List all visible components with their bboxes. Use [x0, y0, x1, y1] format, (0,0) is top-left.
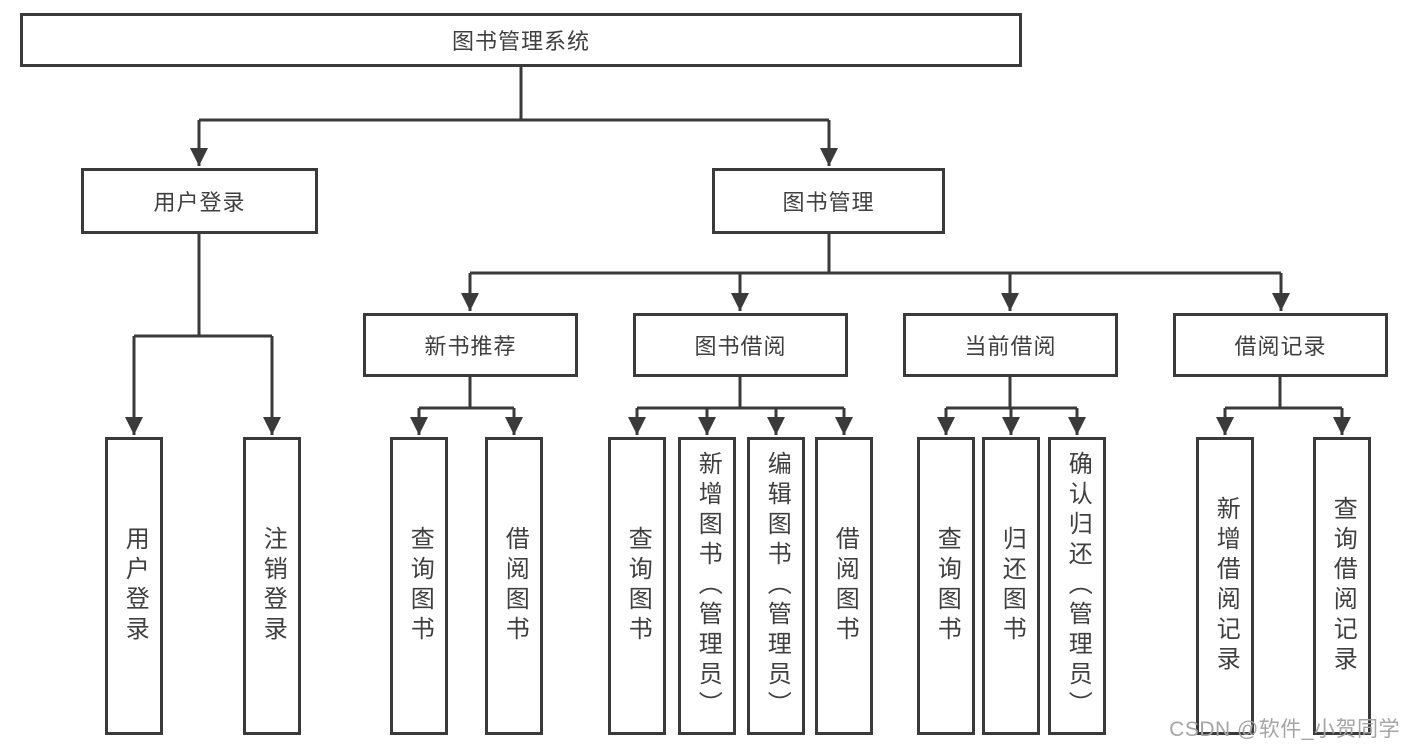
leaf-query-books-recommend-label: 查询图书	[406, 526, 434, 646]
leaf-borrow-books: 借阅图书	[815, 437, 873, 735]
node-root-label: 图书管理系统	[451, 29, 590, 54]
leaf-confirm-return-admin: 确认归还（管理员）	[1048, 437, 1106, 735]
connector-borrow-records	[1225, 377, 1342, 410]
leaf-confirm-return-admin-label: 确认归还（管理员）	[1064, 451, 1092, 721]
leaf-add-borrow-record: 新增借阅记录	[1196, 437, 1254, 735]
leaf-return-books-label: 归还图书	[998, 526, 1026, 646]
leaf-query-books-borrow-label: 查询图书	[624, 526, 652, 646]
node-new-book-recommend-label: 新书推荐	[424, 334, 517, 359]
connector-new-book	[419, 377, 514, 410]
node-book-borrow: 图书借阅	[633, 313, 848, 377]
leaf-add-book-admin: 新增图书（管理员）	[678, 437, 736, 735]
leaf-query-books-current: 查询图书	[917, 437, 975, 735]
leaf-add-borrow-record-label: 新增借阅记录	[1212, 496, 1240, 676]
node-user-login: 用户登录	[81, 168, 318, 234]
node-new-book-recommend: 新书推荐	[363, 313, 578, 377]
node-current-borrow-label: 当前借阅	[964, 334, 1057, 359]
connector-user-login	[134, 234, 272, 338]
node-current-borrow: 当前借阅	[903, 313, 1118, 377]
leaf-user-login-label: 用户登录	[121, 526, 149, 646]
leaf-logout: 注销登录	[243, 437, 301, 735]
leaf-query-books-current-label: 查询图书	[933, 526, 961, 646]
watermark-text: CSDN @软件_小贺同学	[1169, 718, 1400, 741]
leaf-borrow-books-label: 借阅图书	[831, 526, 859, 646]
connector-book-management	[470, 234, 1281, 275]
node-borrow-records-label: 借阅记录	[1234, 334, 1327, 359]
leaf-borrow-books-recommend-label: 借阅图书	[501, 526, 529, 646]
leaf-borrow-books-recommend: 借阅图书	[485, 437, 543, 735]
leaf-query-books-borrow: 查询图书	[608, 437, 666, 735]
node-book-management-label: 图书管理	[782, 190, 875, 215]
node-borrow-records: 借阅记录	[1173, 313, 1388, 377]
leaf-logout-label: 注销登录	[259, 526, 287, 646]
leaf-user-login: 用户登录	[105, 437, 163, 735]
node-root: 图书管理系统	[20, 13, 1022, 67]
leaf-edit-book-admin: 编辑图书（管理员）	[747, 437, 805, 735]
node-book-borrow-label: 图书借阅	[694, 334, 787, 359]
connector-current-borrow	[946, 377, 1077, 410]
connector-book-borrow	[637, 377, 844, 410]
connector-root	[199, 67, 829, 122]
leaf-query-books-recommend: 查询图书	[390, 437, 448, 735]
leaf-query-borrow-record-label: 查询借阅记录	[1329, 496, 1357, 676]
leaf-return-books: 归还图书	[982, 437, 1040, 735]
leaf-query-borrow-record: 查询借阅记录	[1313, 437, 1371, 735]
node-book-management: 图书管理	[712, 168, 945, 234]
leaf-add-book-admin-label: 新增图书（管理员）	[694, 451, 722, 721]
leaf-edit-book-admin-label: 编辑图书（管理员）	[763, 451, 791, 721]
node-user-login-label: 用户登录	[153, 190, 246, 215]
